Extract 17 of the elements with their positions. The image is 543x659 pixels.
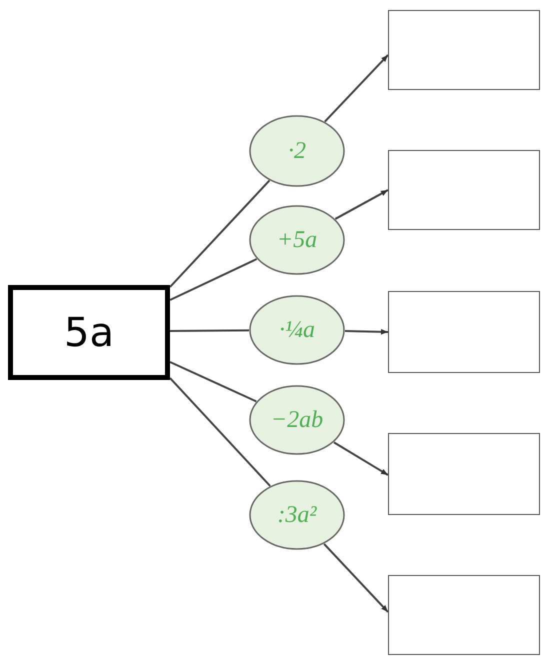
- operation-label: −2ab: [270, 406, 324, 434]
- connector-arrow: [324, 54, 389, 122]
- connector-arrow: [323, 543, 389, 613]
- connector-arrow: [334, 189, 388, 220]
- expression-label: 5a: [64, 310, 114, 356]
- operation-label: ·¼a: [279, 316, 315, 344]
- answer-box: [388, 433, 540, 515]
- connector-arrow: [344, 329, 388, 335]
- connector-arrow: [333, 441, 389, 476]
- operation-label: :3a²: [277, 502, 317, 528]
- operation-label: +5a: [276, 226, 318, 254]
- operation-label: ·2: [288, 138, 306, 164]
- answer-box: [388, 150, 540, 230]
- answer-box: [388, 291, 540, 373]
- answer-box: [388, 10, 540, 90]
- answer-box: [388, 575, 540, 655]
- expression-box: [8, 285, 170, 380]
